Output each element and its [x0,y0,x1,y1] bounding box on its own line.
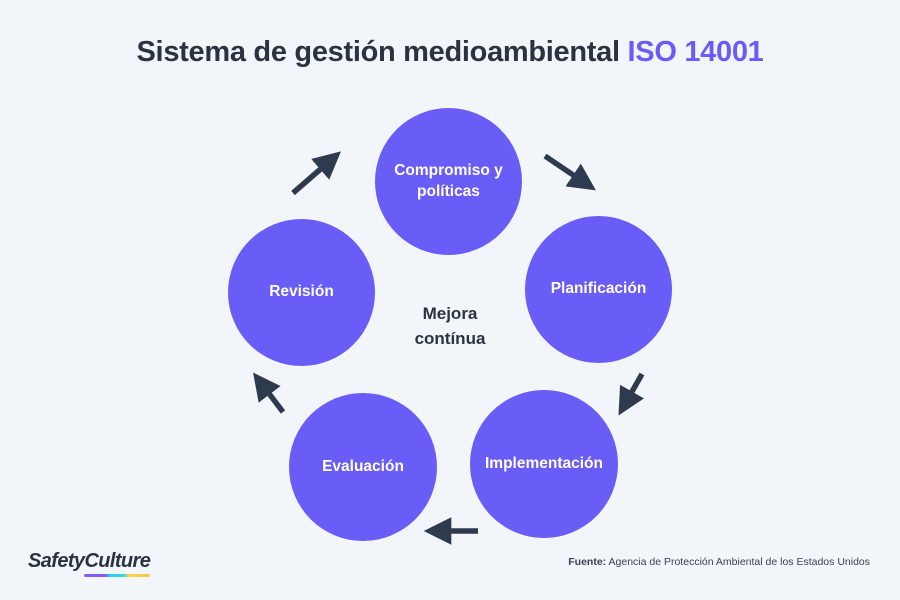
cycle-node-evaluacion-label: Evaluación [322,457,404,475]
cycle-node-revision[interactable]: Revisión [228,219,375,366]
cycle-node-revision-label: Revisión [269,283,334,301]
cycle-node-compromiso-line2: políticas [417,182,480,200]
arrow-evaluacion-to-revision [253,372,286,414]
cycle-center-label-line2: contínua [414,328,486,348]
cycle-node-compromiso-label: Compromiso y políticas [382,161,515,202]
page-title-container: Sistema de gestión medioambiental ISO 14… [0,36,900,69]
page-title-accent: ISO 14001 [627,36,764,68]
arrow-revision-to-compromiso [291,151,341,196]
source-text: Agencia de Protección Ambiental de los E… [606,556,871,568]
cycle-node-planificacion-label: Planificación [550,280,647,298]
logo-culture-text: Culture [84,550,151,577]
page-title-main: Sistema de gestión medioambiental [136,36,628,68]
logo-culture-label: Culture [84,550,151,572]
cycle-node-planificacion[interactable]: Planificación [525,216,672,363]
logo-gradient-underline [84,574,151,577]
footer: SafetyCulture Fuente: Agencia de Protecc… [0,544,900,600]
cycle-node-implementacion-label: Implementación [485,454,603,472]
cycle-node-compromiso[interactable]: Compromiso y políticas [375,108,522,255]
arrow-compromiso-to-planificacion [543,153,596,191]
source-label: Fuente: [568,556,607,568]
cycle-node-compromiso-line1: Compromiso y [394,162,503,180]
cycle-center-label-line1: Mejora [422,304,478,323]
cycle-center-label: Mejora contínua [375,302,525,351]
page-title: Sistema de gestión medioambiental ISO 14… [0,36,900,69]
source-attribution: Fuente: Agencia de Protección Ambiental … [568,556,870,568]
cycle-node-evaluacion[interactable]: Evaluación [289,393,437,541]
safetyculture-logo: SafetyCulture [28,550,151,577]
logo-safety-text: Safety [28,550,85,572]
cycle-node-implementacion[interactable]: Implementación [470,390,618,538]
arrow-planificacion-to-implementacion [618,372,645,416]
